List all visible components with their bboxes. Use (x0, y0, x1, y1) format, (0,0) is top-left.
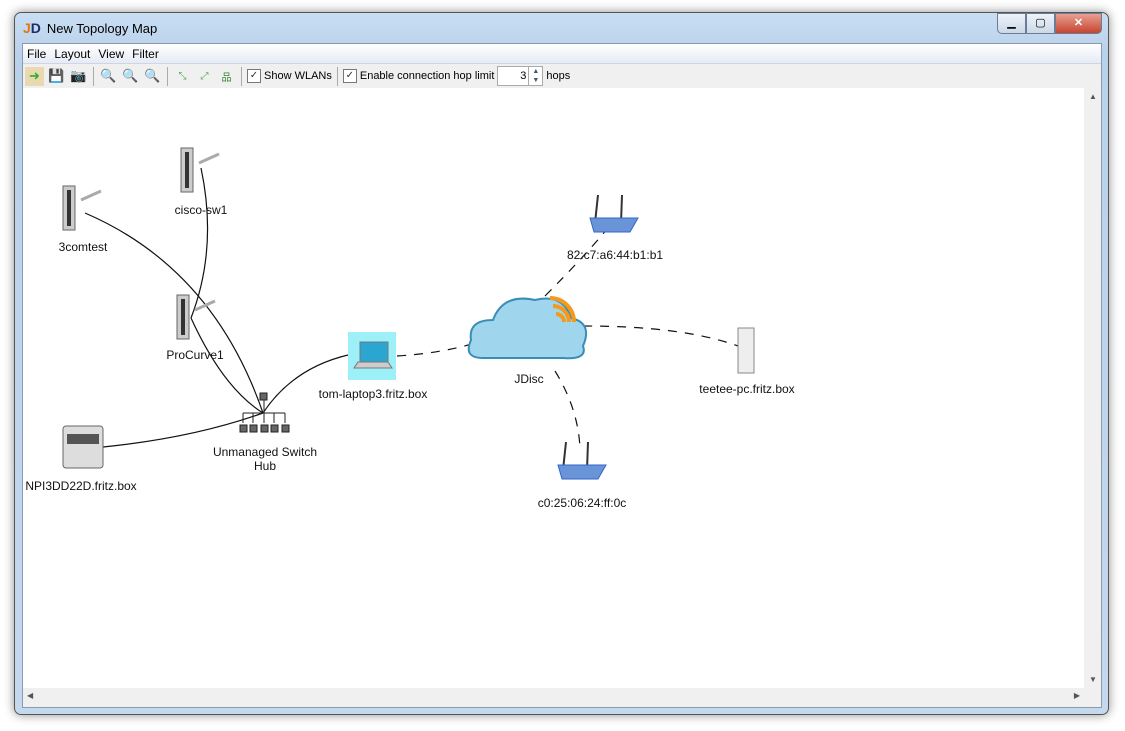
menu-layout[interactable]: Layout (54, 46, 91, 61)
edge-printer-hub (102, 412, 264, 448)
menu-bar: File Layout View Filter (23, 44, 1101, 64)
switch-icon-cisco (180, 147, 220, 193)
show-wlans-checkbox[interactable]: ✓ (247, 69, 261, 83)
horizontal-scrollbar[interactable]: ◀▶ (23, 688, 1084, 704)
hop-limit-spinner[interactable]: 3▲▼ (497, 66, 544, 86)
zoom-in-icon[interactable]: 🔍 (100, 68, 117, 83)
app-window: JD New Topology Map ▁ ▢ ✕ File Layout Vi… (14, 12, 1109, 715)
hub-label-line1: Unmanaged Switch (212, 445, 318, 459)
collapse-icon[interactable]: ⤢ (200, 70, 209, 82)
app-logo-icon: JD (23, 20, 41, 36)
zoom-reset-icon[interactable]: 🔍 (144, 68, 161, 83)
node-label-cisco-sw1[interactable]: cisco-sw1 (174, 203, 228, 217)
topology-canvas[interactable]: cisco-sw1 3comtest ProCurve1 NPI3DD22D.f… (23, 88, 1084, 688)
node-label-laptop[interactable]: tom-laptop3.fritz.box (318, 387, 428, 401)
hop-value[interactable]: 3 (520, 70, 527, 82)
edge-laptop-cloud (396, 342, 476, 357)
node-label-teetee[interactable]: teetee-pc.fritz.box (699, 382, 795, 396)
hub-icon (239, 392, 290, 433)
printer-icon (62, 425, 104, 469)
topology-edges (62, 147, 755, 480)
edge-procurve-hub (190, 317, 264, 414)
switch-icon-3com (62, 185, 102, 231)
edge-laptop-hub (262, 354, 349, 414)
edge-cisco-procurve (190, 167, 209, 319)
node-label-jdisc[interactable]: JDisc (514, 372, 544, 386)
node-label-3comtest[interactable]: 3comtest (58, 240, 108, 254)
hops-label: hops (546, 70, 571, 82)
exit-icon[interactable]: ➜ (25, 66, 44, 86)
zoom-out-icon[interactable]: 🔍 (122, 68, 139, 83)
edge-cloud-router1 (544, 227, 609, 297)
node-label-router2[interactable]: c0:25:06:24:ff:0c (537, 496, 627, 510)
minimize-button[interactable]: ▁ (997, 13, 1026, 34)
window-title: New Topology Map (46, 20, 158, 36)
menu-view[interactable]: View (98, 46, 125, 61)
node-label-router1[interactable]: 82:c7:a6:44:b1:b1 (566, 248, 664, 262)
expand-icon[interactable]: ⤡ (178, 70, 187, 82)
menu-filter[interactable]: Filter (132, 46, 159, 61)
edge-3com-hub (84, 212, 264, 414)
title-bar: JD New Topology Map (23, 20, 157, 36)
menu-file[interactable]: File (27, 46, 47, 61)
node-label-procurve1[interactable]: ProCurve1 (166, 348, 224, 362)
spinner-arrows[interactable]: ▲▼ (528, 67, 542, 85)
pc-tower-icon (737, 327, 755, 374)
cloud-icon (467, 296, 587, 360)
hop-limit-label: Enable connection hop limit (359, 70, 495, 82)
node-label-printer[interactable]: NPI3DD22D.fritz.box (25, 479, 137, 493)
hop-limit-checkbox[interactable]: ✓ (342, 69, 357, 83)
close-button[interactable]: ✕ (1055, 13, 1102, 34)
toolbar: ➜ 💾 📷 🔍 🔍 🔍 ⤡ ⤢ 品 ✓ Show WLANs ✓ Enable … (23, 64, 1101, 88)
edge-cloud-router2 (554, 370, 581, 449)
show-wlans-label: Show WLANs (264, 70, 332, 82)
camera-icon[interactable]: 📷 (70, 68, 87, 83)
edge-cloud-teetee (582, 325, 739, 347)
laptop-icon (348, 332, 396, 380)
router-icon-1 (589, 194, 639, 233)
save-icon[interactable]: 💾 (48, 68, 65, 83)
hub-label-line2: Hub (253, 459, 276, 473)
maximize-button[interactable]: ▢ (1026, 13, 1055, 34)
hierarchy-layout-icon[interactable]: 品 (221, 72, 232, 84)
vertical-scrollbar[interactable]: ▲▼ (1085, 88, 1101, 688)
router-icon-2 (557, 441, 607, 480)
switch-icon-procurve (176, 294, 216, 340)
